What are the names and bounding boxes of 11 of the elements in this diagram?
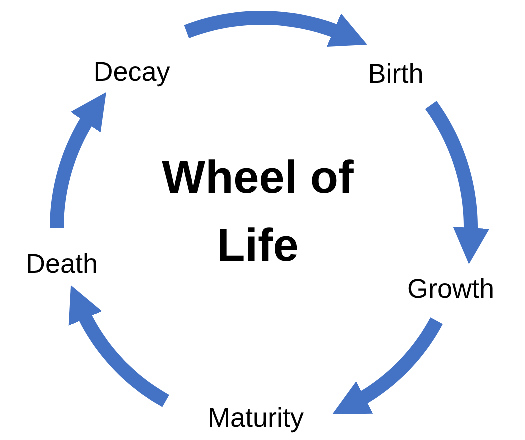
stage-label: Decay bbox=[94, 58, 170, 88]
curved-arrow bbox=[68, 285, 170, 408]
stage-label: Maturity bbox=[208, 404, 304, 434]
curved-arrow bbox=[50, 92, 106, 229]
stage-label: Growth bbox=[407, 275, 495, 305]
curved-arrow bbox=[425, 101, 490, 264]
curved-arrow bbox=[332, 318, 443, 414]
stage-label: Birth bbox=[368, 60, 424, 90]
curved-arrow bbox=[184, 11, 368, 48]
diagram-title: Wheel of Life bbox=[161, 150, 355, 273]
stage-label: Death bbox=[26, 250, 98, 280]
